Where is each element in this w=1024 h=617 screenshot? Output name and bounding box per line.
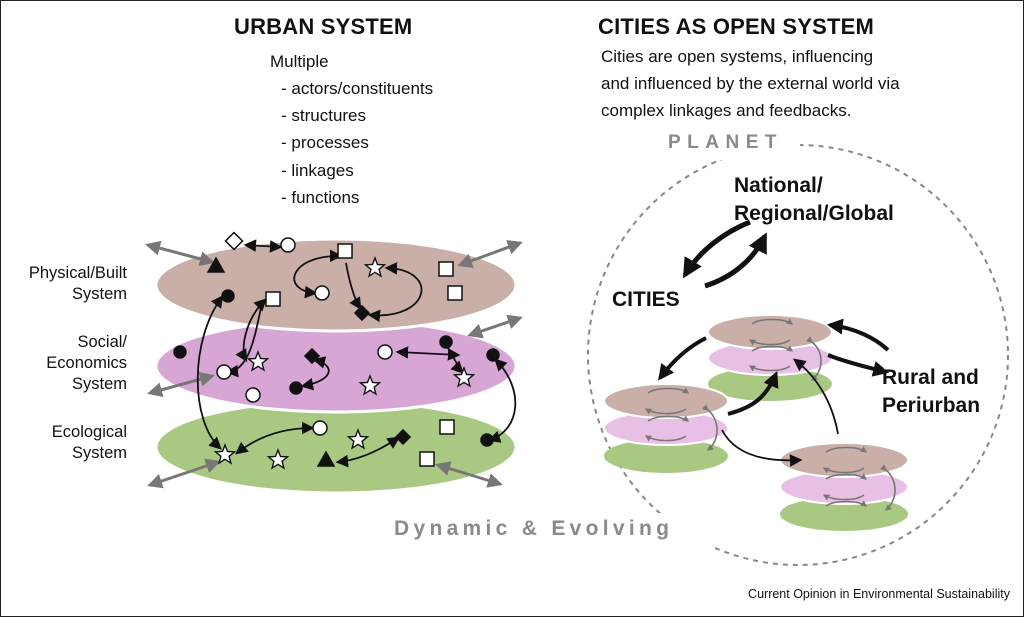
item-actors: - actors/constituents	[281, 79, 434, 98]
city-stack-left	[603, 383, 729, 473]
system-symbols	[173, 231, 500, 467]
source-credit: Current Opinion in Environmental Sustain…	[748, 587, 1010, 601]
star-symbol	[266, 448, 290, 470]
star-symbol	[358, 374, 382, 396]
description-line1: Cities are open systems, influencing	[601, 47, 874, 66]
cities-label: CITIES	[612, 288, 680, 311]
ecological-layer	[154, 399, 518, 495]
social-economics-layer	[154, 318, 518, 414]
rural-label-line1: Rural and	[882, 366, 979, 389]
diamond-symbol	[224, 231, 244, 251]
national-label: National/ Regional/Global	[734, 172, 894, 228]
flow-arrows	[658, 219, 890, 467]
external-exchange-arrows	[145, 240, 523, 489]
social-economics-label: Social/ Economics System	[46, 332, 127, 395]
star-symbol	[246, 350, 270, 372]
star-symbol	[346, 428, 370, 450]
rural-label-line2: Periurban	[882, 394, 981, 417]
cities-open-system-title: CITIES AS OPEN SYSTEM	[598, 14, 874, 39]
star-symbol	[452, 366, 476, 388]
city-stack-right	[779, 442, 909, 531]
national-label-line1: National/	[734, 174, 823, 197]
description-line3: complex linkages and feedbacks.	[601, 101, 852, 120]
linkage-arrows	[196, 239, 517, 468]
multiple-label: Multiple	[270, 52, 329, 71]
planet-label: PLANET	[668, 132, 783, 153]
rural-periurban-label: Rural and Periurban	[882, 364, 980, 420]
star-symbols	[213, 256, 476, 470]
internal-cycle-arrows	[644, 318, 896, 511]
star-symbol	[213, 443, 237, 465]
star-symbol	[363, 256, 387, 278]
item-linkages: - linkages	[281, 161, 354, 180]
ecological-label-line1: Ecological	[51, 423, 127, 441]
social-economics-label-line1: Social/	[77, 333, 127, 351]
ecological-label: Ecological System	[52, 422, 127, 464]
item-functions: - functions	[281, 188, 360, 207]
ecological-label-line2: System	[71, 444, 127, 462]
item-structures: - structures	[281, 106, 367, 125]
social-economics-label-line3: System	[71, 375, 127, 393]
description-line2: and influenced by the external world via	[601, 74, 900, 93]
social-economics-label-line2: Economics	[46, 354, 127, 372]
national-label-line2: Regional/Global	[734, 202, 894, 225]
physical-built-label: Physical/Built System	[29, 263, 127, 305]
physical-built-label-line1: Physical/Built	[28, 264, 127, 282]
urban-system-title: URBAN SYSTEM	[234, 14, 413, 39]
planet-boundary	[388, 130, 1009, 566]
physical-built-label-line2: System	[71, 285, 127, 303]
dynamic-evolving-label: Dynamic & Evolving	[394, 517, 674, 540]
item-processes: - processes	[281, 133, 369, 152]
